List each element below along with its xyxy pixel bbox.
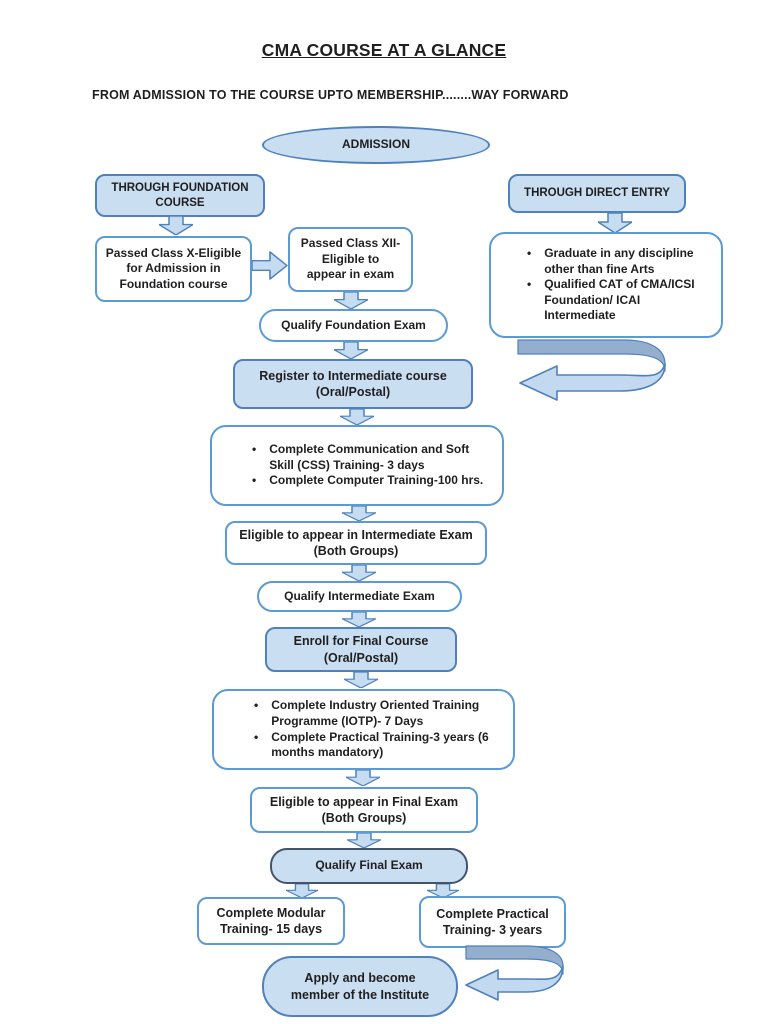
eligible-intermediate-line: (Both Groups) bbox=[313, 544, 399, 558]
modular-line: Complete Modular bbox=[216, 905, 326, 920]
flow-arrow-down-icon bbox=[342, 506, 376, 521]
bullet-text: Qualified CAT of CMA/ICSI Foundation/ IC… bbox=[544, 277, 695, 323]
flow-arrow-down-icon bbox=[344, 672, 378, 688]
flow-arrow-down-icon bbox=[342, 612, 376, 627]
css-computer-training-node: • Complete Communication and Soft Skill … bbox=[210, 425, 504, 506]
admission-node: ADMISSION bbox=[262, 126, 490, 164]
bullet-item: • Complete Practical Training-3 years (6… bbox=[254, 730, 501, 761]
bullet-text: Complete Industry Oriented Training Prog… bbox=[271, 698, 480, 728]
bullet-icon: • bbox=[254, 729, 259, 744]
register-intermediate-line: (Oral/Postal) bbox=[315, 385, 391, 399]
qualify-foundation-exam-label: Qualify Foundation Exam bbox=[281, 317, 426, 332]
passed-class-x-line: Passed Class X-Eligible bbox=[105, 245, 242, 260]
qualify-final-label: Qualify Final Exam bbox=[315, 858, 423, 873]
eligible-final-line: (Both Groups) bbox=[321, 811, 407, 825]
bullet-item: • Complete Industry Oriented Training Pr… bbox=[254, 698, 501, 729]
bullet-item: • Complete Computer Training-100 hrs. bbox=[252, 473, 490, 489]
eligible-final-line: Eligible to appear in Final Exam bbox=[269, 794, 459, 809]
flow-arrow-down-icon bbox=[340, 409, 374, 425]
practical-line: Training- 3 years bbox=[442, 923, 543, 937]
iotp-practical-training-node: • Complete Industry Oriented Training Pr… bbox=[212, 689, 515, 770]
through-foundation-course-label: THROUGH FOUNDATION COURSE bbox=[111, 181, 249, 209]
bullet-icon: • bbox=[252, 442, 257, 457]
register-intermediate-node: Register to Intermediate course (Oral/Po… bbox=[233, 359, 473, 409]
complete-practical-training-node: Complete Practical Training- 3 years bbox=[419, 896, 566, 948]
curved-left-arrow-icon bbox=[465, 945, 564, 1001]
passed-class-xii-node: Passed Class XII- Eligible to appear in … bbox=[288, 227, 413, 292]
page-title: CMA COURSE AT A GLANCE bbox=[261, 40, 507, 60]
bullet-icon: • bbox=[527, 246, 532, 261]
direct-entry-criteria-node: • Graduate in any discipline other than … bbox=[489, 232, 723, 338]
bullet-text: Graduate in any discipline other than fi… bbox=[544, 246, 694, 276]
apply-membership-node: Apply and become member of the Institute bbox=[262, 956, 458, 1017]
flow-arrow-down-icon bbox=[427, 884, 459, 898]
eligible-final-exam-node: Eligible to appear in Final Exam (Both G… bbox=[250, 787, 478, 833]
curved-left-arrow-icon bbox=[517, 339, 666, 401]
flow-arrow-down-icon bbox=[342, 565, 376, 581]
bullet-icon: • bbox=[252, 473, 257, 488]
passed-class-xii-line: Passed Class XII- bbox=[300, 236, 401, 251]
bullet-item: • Complete Communication and Soft Skill … bbox=[252, 442, 490, 473]
through-direct-entry-node: THROUGH DIRECT ENTRY bbox=[508, 174, 686, 213]
enroll-final-line: Enroll for Final Course bbox=[293, 634, 429, 649]
flow-arrow-down-icon bbox=[598, 213, 632, 233]
apply-line: Apply and become bbox=[304, 971, 416, 986]
enroll-final-course-node: Enroll for Final Course (Oral/Postal) bbox=[265, 627, 457, 672]
passed-class-xii-line: Eligible to bbox=[321, 251, 380, 266]
bullet-text: Complete Communication and Soft Skill (C… bbox=[269, 442, 470, 472]
bullet-icon: • bbox=[254, 698, 259, 713]
bullet-text: Complete Practical Training-3 years (6 m… bbox=[271, 729, 489, 760]
bullet-icon: • bbox=[527, 277, 532, 292]
bullet-text: Complete Computer Training-100 hrs. bbox=[269, 473, 484, 488]
admission-label: ADMISSION bbox=[341, 137, 410, 152]
qualify-final-exam-node: Qualify Final Exam bbox=[270, 848, 468, 884]
practical-line: Complete Practical bbox=[436, 906, 549, 921]
eligible-intermediate-exam-node: Eligible to appear in Intermediate Exam … bbox=[225, 521, 487, 565]
flow-arrow-down-icon bbox=[334, 342, 368, 359]
passed-class-x-node: Passed Class X-Eligible for Admission in… bbox=[95, 236, 252, 302]
flow-arrow-down-icon bbox=[159, 216, 193, 235]
flow-arrow-down-icon bbox=[347, 833, 381, 848]
through-foundation-course-node: THROUGH FOUNDATION COURSE bbox=[95, 174, 265, 217]
page-subtitle: FROM ADMISSION TO THE COURSE UPTO MEMBER… bbox=[92, 88, 569, 102]
bullet-item: • Qualified CAT of CMA/ICSI Foundation/ … bbox=[527, 277, 707, 324]
qualify-intermediate-label: Qualify Intermediate Exam bbox=[284, 588, 435, 603]
flow-arrow-down-icon bbox=[334, 292, 368, 309]
qualify-foundation-exam-node: Qualify Foundation Exam bbox=[259, 309, 448, 342]
qualify-intermediate-exam-node: Qualify Intermediate Exam bbox=[257, 581, 462, 612]
passed-class-xii-line: appear in exam bbox=[306, 267, 395, 282]
eligible-intermediate-line: Eligible to appear in Intermediate Exam bbox=[239, 527, 473, 542]
complete-modular-training-node: Complete Modular Training- 15 days bbox=[197, 897, 345, 945]
flow-arrow-right-icon bbox=[252, 251, 288, 280]
flow-arrow-down-icon bbox=[346, 770, 380, 786]
bullet-item: • Graduate in any discipline other than … bbox=[527, 246, 707, 277]
apply-line: member of the Institute bbox=[290, 987, 430, 1002]
flow-arrow-down-icon bbox=[286, 884, 318, 898]
through-direct-entry-label: THROUGH DIRECT ENTRY bbox=[524, 187, 670, 200]
passed-class-x-line: for Admission in bbox=[126, 261, 221, 276]
register-intermediate-line: Register to Intermediate course bbox=[259, 368, 447, 383]
passed-class-x-line: Foundation course bbox=[119, 276, 228, 291]
modular-line: Training- 15 days bbox=[219, 922, 323, 936]
enroll-final-line: (Oral/Postal) bbox=[323, 650, 399, 665]
